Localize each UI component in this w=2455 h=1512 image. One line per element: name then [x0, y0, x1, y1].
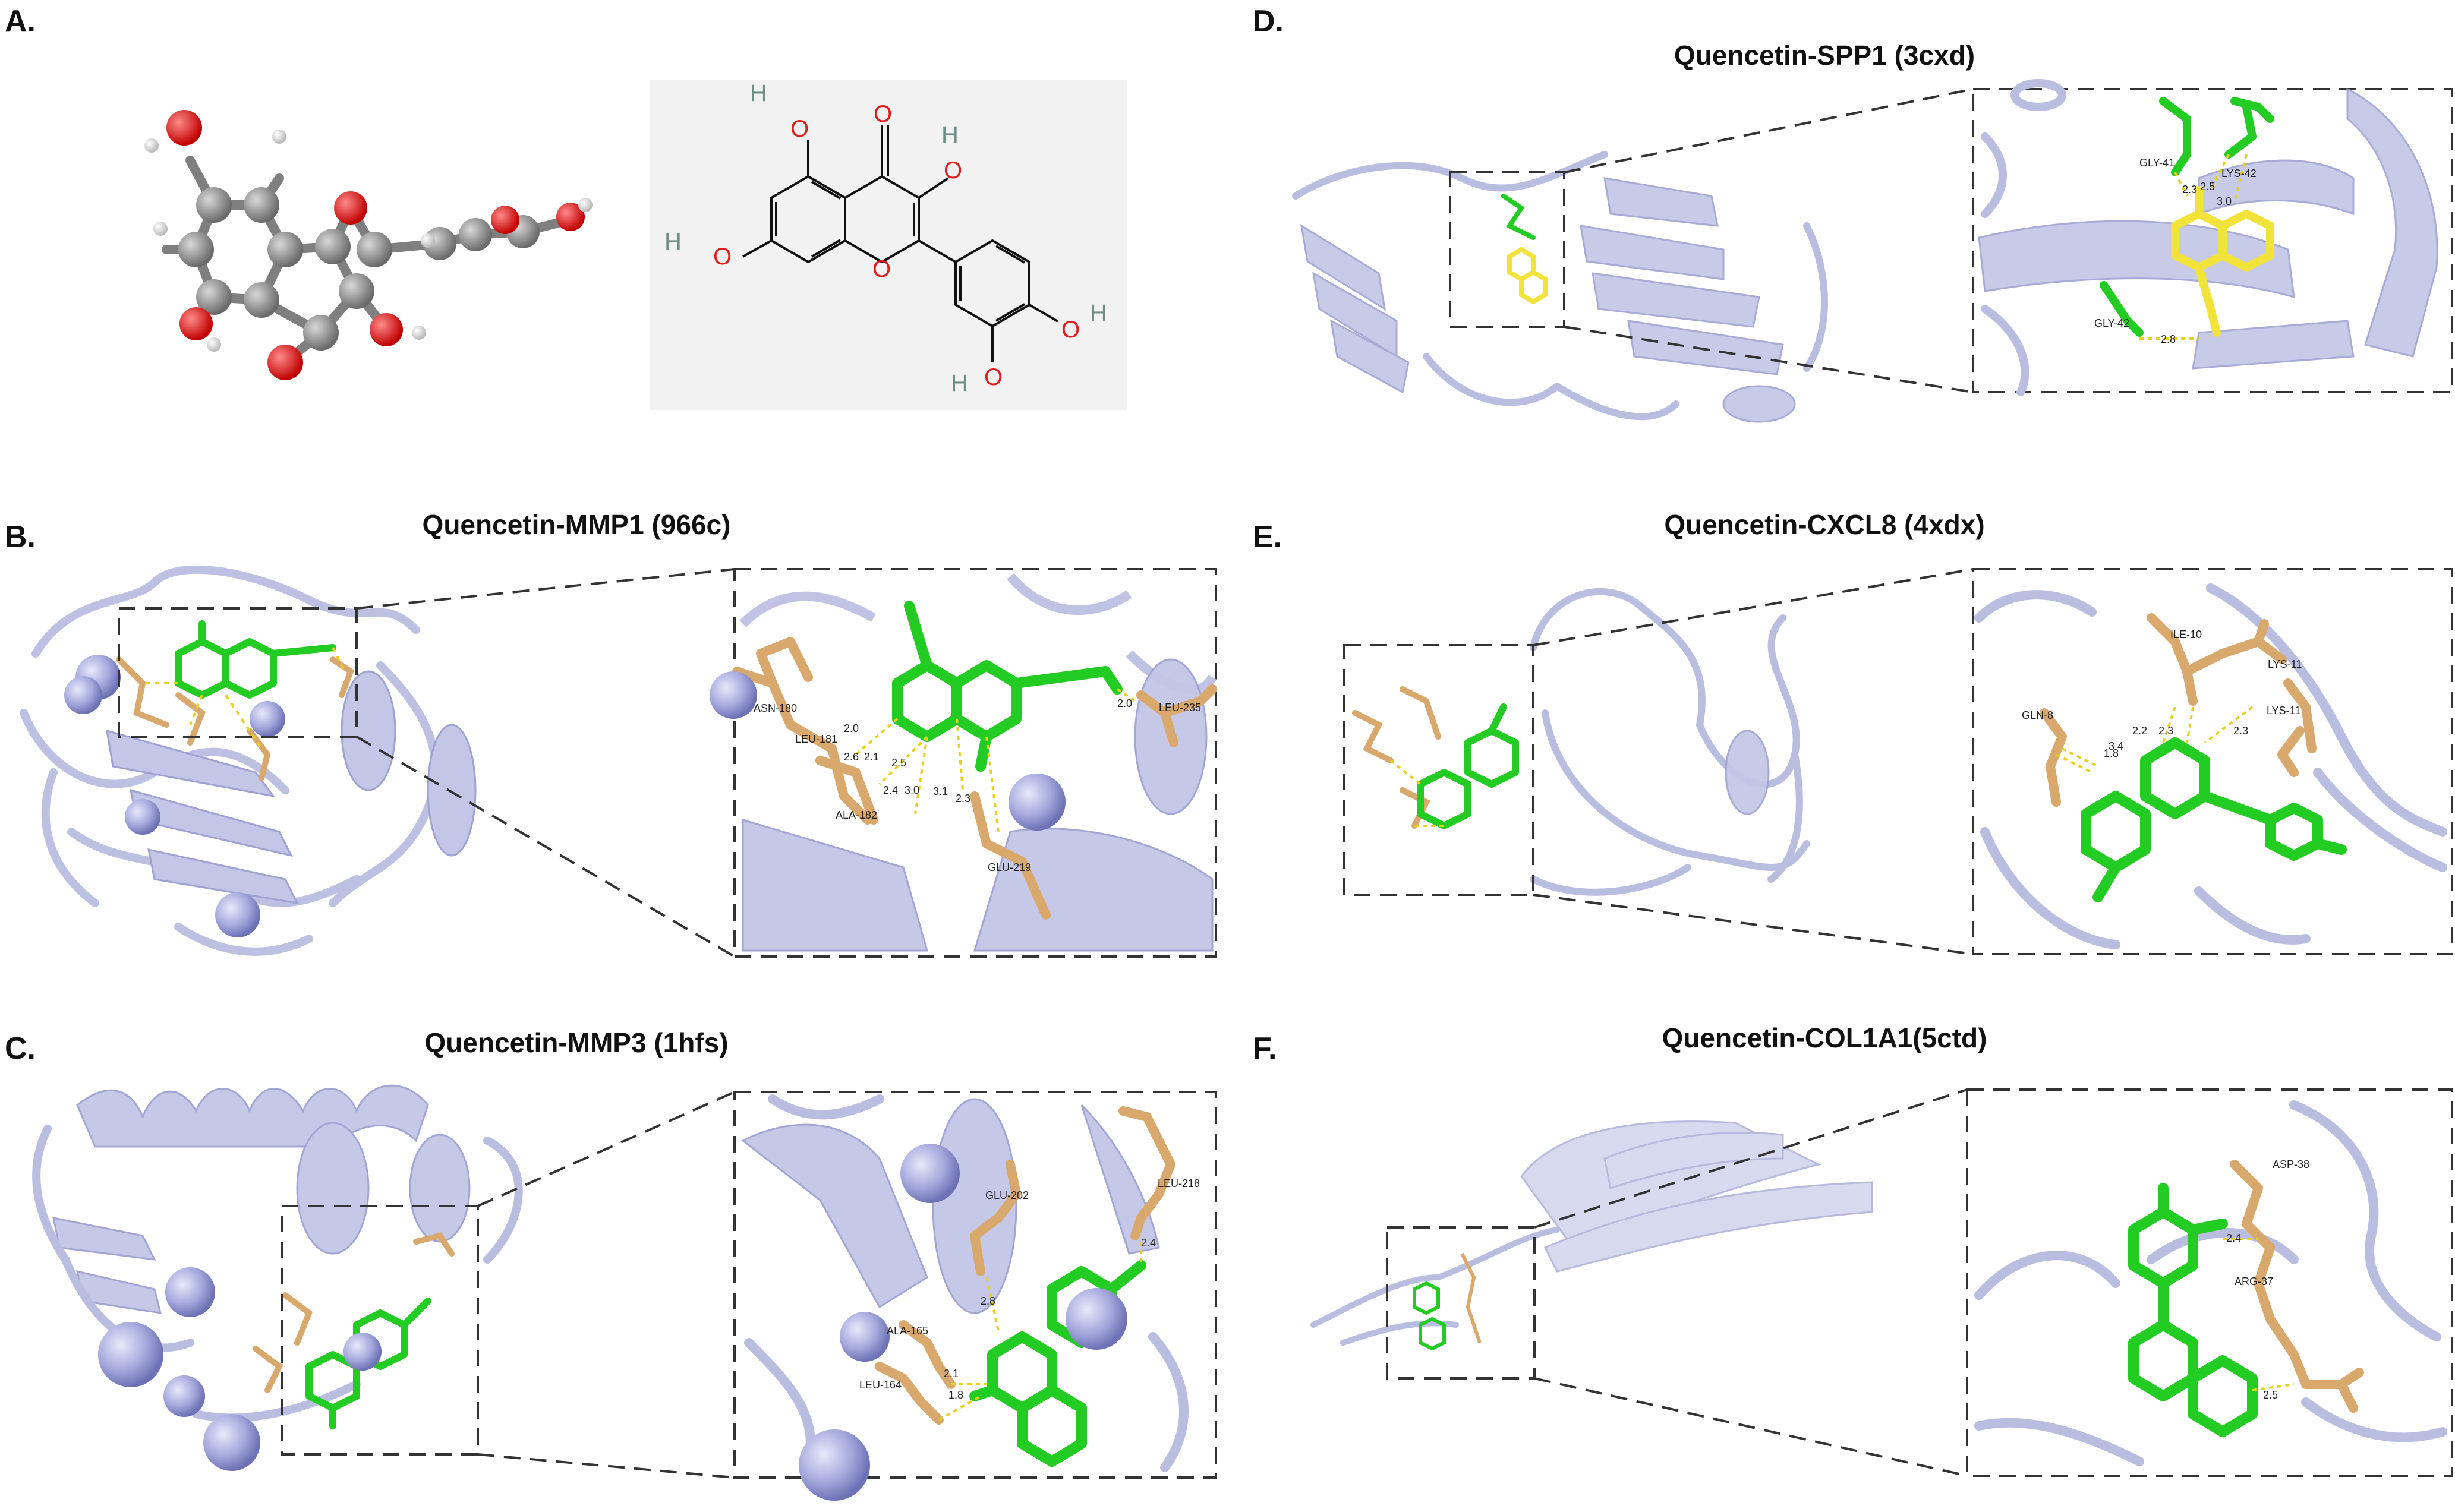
panel-e-zoom: ILE-10 LYS-11 GLN-8 LYS-11 2.2 2.3 2.3 1…	[1974, 583, 2447, 949]
distance-label-f-0: 2.4	[2226, 1232, 2241, 1244]
atom-o-3: O	[944, 157, 962, 184]
panel-label-f: F.	[1253, 1031, 1277, 1066]
panel-d-overview	[1292, 151, 1828, 423]
atom-o-4prime: O	[1061, 317, 1080, 343]
skeletal-formula: O O H O H O O H O H O H	[650, 80, 1127, 410]
distance-label-b-4: 2.4	[883, 784, 898, 796]
distance-label-d-0: 2.3	[2182, 184, 2197, 195]
residue-label-c-3: LEU-164	[859, 1379, 902, 1391]
panel-c-overview	[32, 1084, 523, 1471]
distance-label-c-1: 2.8	[981, 1295, 995, 1307]
panel-title-b: Quencetin-MMP1 (966c)	[422, 509, 731, 540]
atom-o-7: O	[713, 244, 732, 270]
panel-b-zoom-lines	[355, 568, 1217, 958]
residue-label-c-0: GLU-202	[985, 1189, 1029, 1201]
panel-label-d: D.	[1253, 4, 1284, 39]
atom-h-3prime: H	[951, 370, 968, 396]
panel-b-overview	[20, 565, 477, 956]
residue-label-d-1: LYS-42	[2221, 168, 2257, 179]
distance-label-d-2: 3.0	[2217, 195, 2232, 207]
ball-and-stick-model	[144, 110, 593, 380]
panel-c-zoom-lines	[477, 1091, 1217, 1479]
distance-label-c-3: 1.8	[948, 1389, 963, 1401]
panel-title-d: Quencetin-SPP1 (3cxd)	[1674, 40, 1975, 71]
distance-label-c-2: 2.1	[944, 1368, 959, 1380]
distance-label-e-1: 2.3	[2158, 725, 2173, 737]
atom-o-ring: O	[872, 256, 891, 282]
panel-title-f: Quencetin-COL1A1(5ctd)	[1662, 1022, 1987, 1053]
residue-label-f-1: ARG-37	[2235, 1276, 2273, 1287]
distance-label-b-8: 2.0	[1117, 697, 1132, 709]
atom-o-3prime: O	[984, 364, 1003, 390]
panel-d-zoom: GLY-41 LYS-42 GLY-42 2.3 2.5 3.0 2.8	[1978, 79, 2438, 396]
panel-e-zoom-lines	[1533, 568, 2453, 955]
residue-label-b-3: GLU-219	[988, 861, 1031, 873]
residue-label-b-4: LEU-235	[1159, 702, 1201, 714]
atom-h-4prime: H	[1090, 300, 1107, 326]
atom-h-5: H	[750, 80, 767, 106]
residue-label-e-3: LYS-11	[2267, 705, 2300, 716]
residue-label-b-2: ALA-182	[836, 809, 877, 821]
residue-label-e-1: LYS-11	[2268, 658, 2302, 670]
panel-title-e: Quencetin-CXCL8 (4xdx)	[1664, 509, 1985, 540]
residue-label-d-2: GLY-42	[2094, 317, 2129, 329]
residue-label-c-1: LEU-218	[1158, 1178, 1200, 1189]
panel-label-a: A.	[5, 4, 36, 39]
distance-label-f-1: 2.5	[2263, 1389, 2278, 1401]
distance-label-b-2: 2.1	[864, 751, 879, 763]
distance-label-e-3: 1.8	[2104, 747, 2119, 759]
residue-label-e-0: ILE-10	[2170, 629, 2202, 640]
distance-label-e-4: 3.4	[2109, 740, 2123, 752]
panel-e-overview	[1343, 588, 1810, 896]
residue-label-d-0: GLY-41	[2139, 157, 2174, 169]
panel-label-c: C.	[5, 1031, 36, 1066]
panel-label-b: B.	[5, 520, 36, 554]
distance-label-b-6: 3.1	[933, 785, 948, 797]
distance-label-b-7: 2.3	[956, 793, 970, 804]
residue-label-b-0: ASN-180	[754, 702, 797, 714]
residue-label-b-1: LEU-181	[795, 733, 837, 745]
panel-label-e: E.	[1253, 520, 1282, 554]
residue-label-c-2: ALA-165	[887, 1325, 928, 1337]
atom-h-7: H	[664, 229, 682, 255]
panel-f-zoom-lines	[1534, 1088, 2453, 1477]
atom-o-carbonyl: O	[874, 101, 892, 127]
distance-label-e-0: 2.2	[2132, 725, 2147, 737]
panel-d-zoom-lines	[1564, 88, 2453, 393]
residue-label-f-0: ASP-38	[2273, 1159, 2309, 1170]
panel-b-zoom: ASN-180 LEU-181 ALA-182 GLU-219 LEU-235 …	[710, 573, 1217, 952]
panel-f-zoom: ASP-38 ARG-37 2.4 2.5	[1974, 1100, 2447, 1466]
atom-o-5: O	[790, 116, 809, 142]
panel-f-overview	[1310, 1120, 1873, 1380]
distance-label-d-1: 2.5	[2200, 181, 2215, 192]
distance-label-b-3: 2.5	[891, 757, 906, 769]
distance-label-e-2: 2.3	[2233, 725, 2248, 737]
distance-label-b-0: 2.0	[844, 722, 859, 734]
distance-label-b-1: 2.6	[844, 751, 859, 763]
distance-label-d-3: 2.8	[2161, 333, 2176, 345]
panel-c-zoom: GLU-202 LEU-218 ALA-165 LEU-164 2.4 2.8 …	[741, 1094, 1200, 1501]
distance-label-b-5: 3.0	[905, 784, 919, 796]
distance-label-c-0: 2.4	[1141, 1237, 1156, 1249]
atom-h-3: H	[941, 122, 959, 148]
residue-label-e-2: GLN-8	[2022, 709, 2053, 721]
panel-title-c: Quencetin-MMP3 (1hfs)	[424, 1027, 729, 1058]
